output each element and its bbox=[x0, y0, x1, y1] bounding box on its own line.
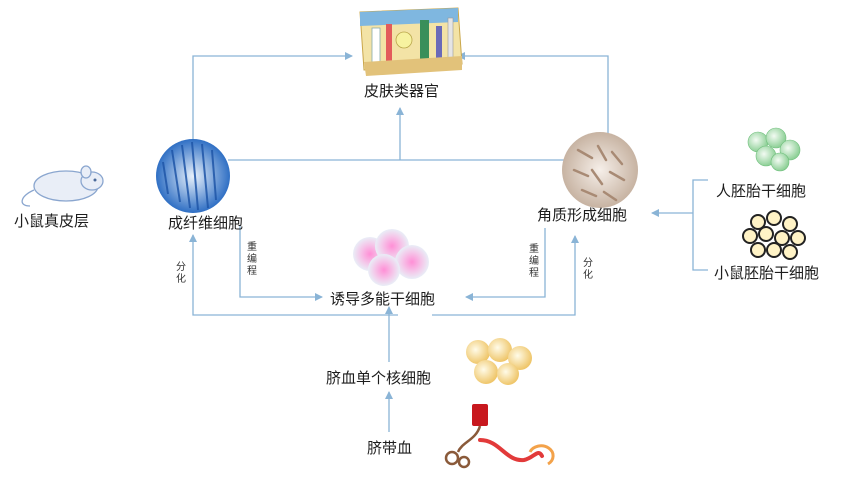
connector-lines bbox=[189, 52, 708, 432]
label-human-esc: 人胚胎干细胞 bbox=[716, 182, 807, 200]
ipsc-icon bbox=[353, 229, 429, 286]
skin-organoid-icon bbox=[359, 7, 463, 76]
keratinocyte-icon bbox=[562, 132, 638, 208]
mouse-icon bbox=[21, 165, 104, 207]
arrow-differentiate-right bbox=[432, 235, 579, 316]
label-mouse-dermis: 小鼠真皮层 bbox=[14, 212, 90, 230]
label-cord-blood: 脐带血 bbox=[367, 439, 413, 457]
arrow-fibroblast-to-organoid bbox=[192, 52, 353, 140]
bracket-esc bbox=[692, 179, 708, 271]
cord-blood-mnc-icon bbox=[466, 338, 532, 385]
arrow-differentiate-left bbox=[189, 234, 398, 316]
label-skin-organoid: 皮肤类器官 bbox=[364, 82, 440, 100]
human-esc-icon bbox=[747, 127, 801, 172]
edge-label-differentiate-left: 分化 bbox=[176, 262, 186, 285]
arrow-reprogram-right bbox=[465, 228, 546, 301]
fibroblast-icon bbox=[156, 139, 230, 213]
label-mouse-esc: 小鼠胚胎干细胞 bbox=[714, 264, 820, 282]
arrow-keratinocyte-to-organoid bbox=[457, 52, 609, 140]
edge-label-differentiate-right: 分化 bbox=[583, 258, 593, 281]
arrow-reprogram-left bbox=[239, 226, 323, 301]
label-keratinocyte: 角质形成细胞 bbox=[537, 206, 628, 224]
label-cord-blood-mnc: 脐血单个核细胞 bbox=[326, 369, 432, 387]
edge-label-reprogram-right: 重编程 bbox=[529, 244, 539, 279]
mouse-esc-icon bbox=[742, 210, 806, 260]
edge-label-reprogram-left: 重编程 bbox=[247, 242, 257, 277]
label-ipsc: 诱导多能干细胞 bbox=[330, 290, 436, 308]
label-fibroblast: 成纤维细胞 bbox=[168, 214, 244, 232]
cord-blood-icon bbox=[444, 404, 555, 469]
